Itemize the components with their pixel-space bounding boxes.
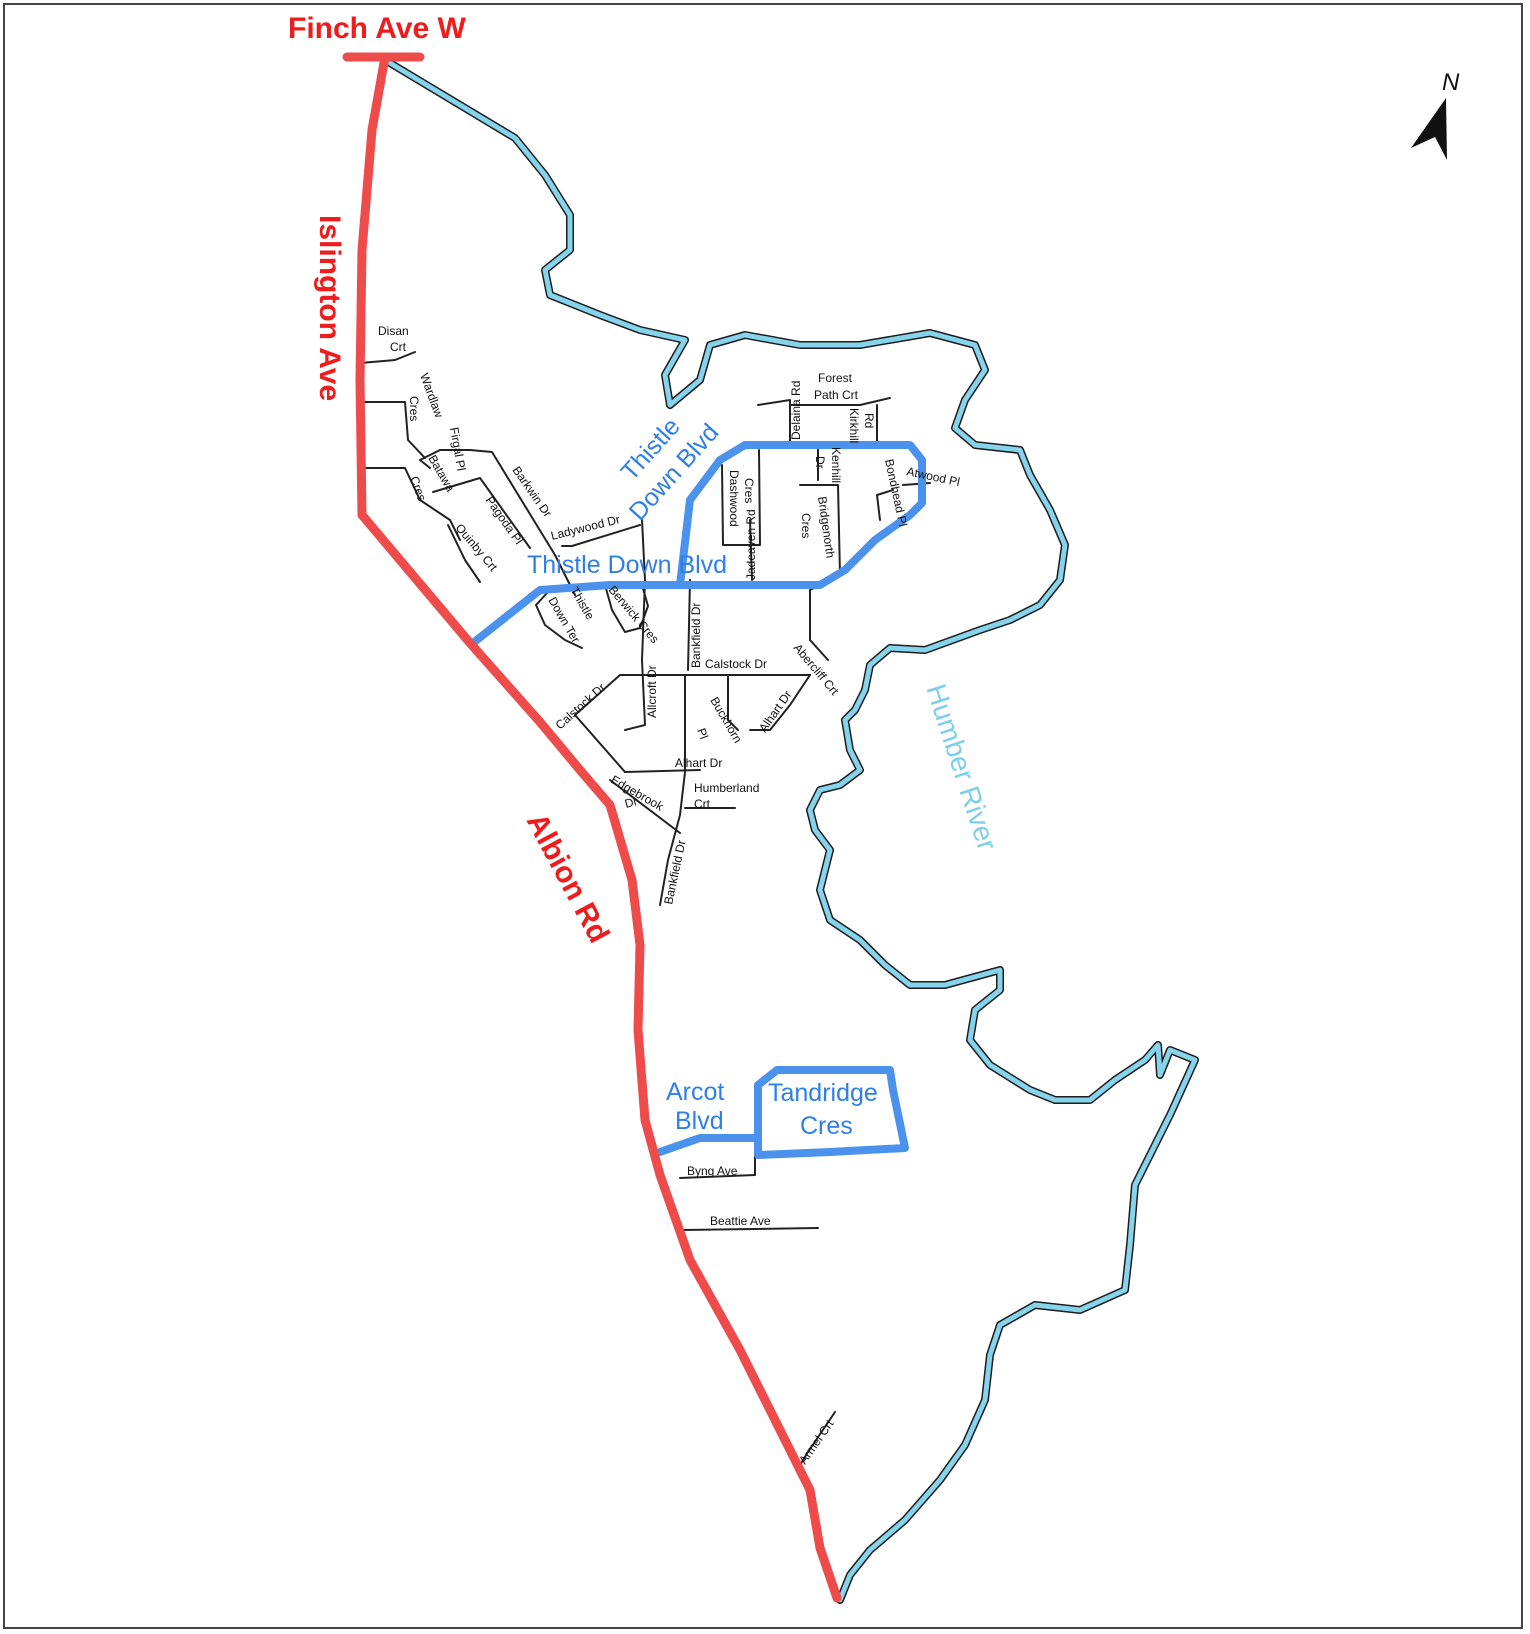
- street-delaina-rd: [757, 397, 891, 446]
- street-thistle-down-ter: [535, 591, 583, 649]
- label-forest-1: Forest: [818, 371, 853, 385]
- map-frame: [3, 3, 1523, 1629]
- street-abercliff-crt: [809, 639, 829, 661]
- north-arrow: N: [1411, 69, 1460, 160]
- label-disan-1: Disan: [378, 324, 409, 338]
- label-kirkhill-2: Rd: [862, 413, 876, 428]
- street-bankfield-dr: [659, 674, 686, 906]
- street-dashwood-cres: [721, 449, 761, 546]
- label-abercliff: Abercliff Crt: [791, 641, 842, 698]
- label-disan-2: Crt: [390, 340, 407, 354]
- street-alhart-dr: [624, 769, 701, 773]
- north-arrow-icon: [1411, 98, 1447, 160]
- label-bridgenorth-1: Bridgenorth: [815, 495, 837, 558]
- street-batawa-cres: [364, 467, 461, 541]
- label-calstock-west: Calstock Dr: [553, 680, 608, 732]
- label-bridgenorth-2: Cres: [799, 513, 813, 538]
- street-byng-ave: [679, 1151, 756, 1179]
- label-calstock-east: Calstock Dr: [705, 657, 767, 671]
- label-ladywood: Ladywood Dr: [549, 512, 621, 543]
- label-bankfield-north: Bankfield Dr: [689, 603, 703, 668]
- label-batawa-2: Cres: [407, 474, 429, 503]
- street-beattie-ave: [682, 1227, 819, 1231]
- major-roads: [342, 52, 842, 1603]
- road-albion-rd: [357, 510, 842, 1603]
- street-north-branch: [469, 449, 576, 596]
- label-allcroft: Allcroft Dr: [645, 665, 659, 718]
- street-allcroft-dr: [624, 519, 646, 731]
- label-alhart: Alhart Dr: [675, 756, 722, 770]
- street-west-loop: [574, 714, 626, 773]
- label-atwood: Atwood Pl: [905, 464, 961, 489]
- label-forest-2: Path Crt: [814, 388, 859, 402]
- street-wardlaw-cres: [361, 401, 426, 459]
- label-thistle-down-blvd: Thistle Down Blvd: [527, 551, 727, 579]
- street-disan-crt: [359, 351, 416, 364]
- label-tandridge-1: Tandridge: [768, 1079, 878, 1107]
- label-arcot-2: Blvd: [675, 1107, 724, 1135]
- label-beattie: Beattie Ave: [710, 1214, 771, 1228]
- humber-river-label: Humber River: [920, 680, 1003, 854]
- street-quinby-crt: [447, 524, 481, 583]
- street-berwick-cres: [604, 584, 649, 633]
- label-buckhorn-2: Pl: [694, 726, 711, 741]
- local-streets: [359, 351, 931, 1471]
- north-label: N: [1442, 69, 1460, 96]
- road-islington-ave: [355, 52, 390, 520]
- label-wardlaw-2: Cres: [407, 396, 421, 421]
- label-armel: Armel Crt: [796, 1417, 837, 1467]
- label-dashwood-1: Dashwood: [727, 470, 741, 527]
- river-fill: [382, 57, 1198, 1603]
- label-albion-rd: Albion Rd: [520, 808, 616, 949]
- label-kenhill-1: Kenhill: [829, 447, 843, 483]
- street-bondhead-pl: [876, 489, 894, 521]
- label-jadeaven: Jadeaven Rd: [744, 509, 758, 580]
- label-firgal: Firgal Pl: [447, 426, 468, 472]
- label-buckhorn-1: Buckhorn: [707, 695, 744, 746]
- river-outline: [381, 56, 1199, 1604]
- street-jadeaven-rd: [749, 519, 753, 581]
- label-islington-ave: Islington Ave: [313, 215, 346, 401]
- label-dashwood-2: Cres: [742, 478, 756, 503]
- street-edgebrook-dr: [609, 779, 681, 834]
- label-kirkhill-1: Kirkhill: [847, 408, 861, 443]
- street-firgal-pl: [419, 449, 471, 469]
- label-arcot-1: Arcot: [666, 1078, 724, 1106]
- street-pagoda-quinby: [432, 477, 531, 549]
- label-tandridge-2: Cres: [800, 1112, 853, 1140]
- humber-river: Humber River: [381, 56, 1199, 1604]
- street-ladywood-dr: [561, 524, 641, 547]
- label-delaina: Delaina Rd: [789, 381, 803, 440]
- label-pagoda: Pagoda Pl: [483, 494, 526, 547]
- label-humberland-2: Crt: [694, 797, 711, 811]
- street-alhart-east: [749, 674, 811, 731]
- street-bankfield-north: [687, 579, 691, 671]
- label-alhart-diag: Alhart Dr: [756, 688, 795, 735]
- featured-streets: [469, 441, 926, 1159]
- street-arcot-blvd: [656, 1134, 762, 1156]
- street-tandridge-cres: [754, 1066, 909, 1159]
- label-edgebrook-2: Dr: [623, 794, 639, 811]
- street-buckhorn-pl: [727, 674, 739, 731]
- street-calstock-dr: [574, 674, 811, 716]
- street-thistle-down-blvd-main: [469, 441, 926, 647]
- label-finch-ave-w: Finch Ave W: [288, 12, 466, 45]
- label-humberland-1: Humberland: [694, 781, 759, 795]
- label-byng: Byng Ave: [687, 1164, 738, 1178]
- label-kenhill-2: Dr: [813, 456, 827, 469]
